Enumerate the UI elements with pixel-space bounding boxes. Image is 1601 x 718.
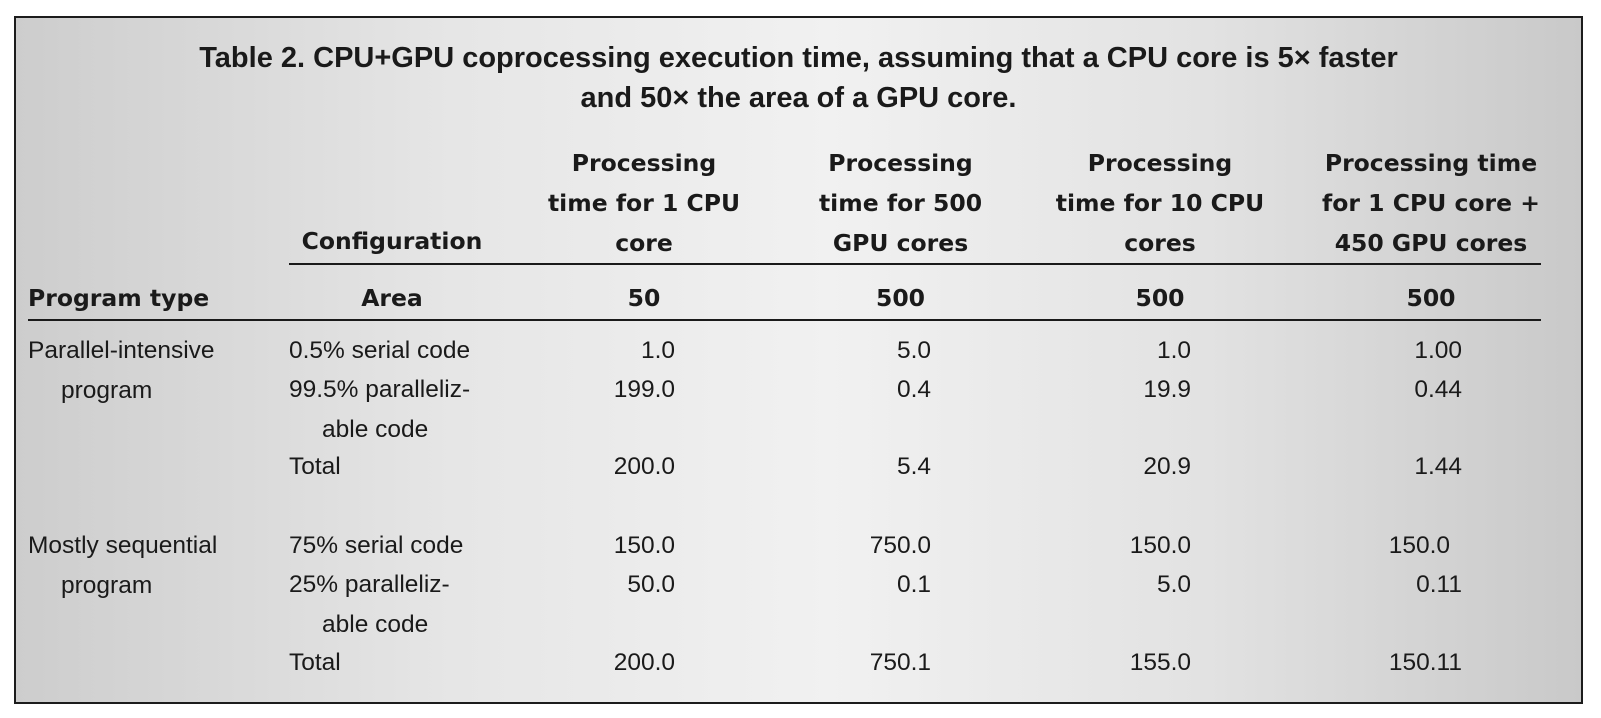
- value-cell: 0.44: [1414, 376, 1462, 403]
- program-type-parallel: Parallel-intensive program: [28, 331, 215, 411]
- value-cell: 750.1: [869, 649, 931, 676]
- value-cell: 5.0: [896, 337, 931, 364]
- value-cell: 200.0: [613, 453, 675, 480]
- value-cell: 19.9: [1143, 376, 1191, 403]
- value-cell: 1.0: [640, 337, 675, 364]
- header-col-2-line-3: GPU cores: [832, 229, 969, 257]
- value-cell: 150.0: [613, 532, 675, 559]
- config-line-2: able code: [322, 611, 429, 638]
- value-cell: 155.0: [1129, 649, 1191, 676]
- value-cell: 5.0: [1156, 571, 1191, 598]
- header-col-2: Processing time for 500 GPU cores: [788, 143, 1013, 263]
- value-cell: 0.4: [896, 376, 931, 403]
- config-cell: 25% paralleliz- able code: [289, 565, 450, 645]
- config-cell: 75% serial code: [289, 532, 464, 559]
- caption-line-1: Table 2. CPU+GPU coprocessing execution …: [199, 42, 1398, 74]
- header-col-1-line-2: time for 1 CPU: [547, 189, 741, 217]
- table-frame: Table 2. CPU+GPU coprocessing execution …: [14, 16, 1583, 704]
- value-cell: 20.9: [1143, 453, 1191, 480]
- header-area-label: Area: [361, 284, 423, 312]
- header-program-type: Program type: [28, 284, 210, 312]
- header-col-3-line-1: Processing: [1087, 149, 1233, 177]
- program-type-line-2: program: [61, 377, 153, 404]
- value-cell: 150.0: [1388, 532, 1450, 559]
- header-rule-bottom: [28, 319, 1541, 321]
- header-col-4-line-2: for 1 CPU core +: [1322, 189, 1540, 217]
- area-col-3: 500: [1135, 284, 1185, 312]
- value-cell: 1.44: [1414, 453, 1462, 480]
- header-col-4-line-1: Processing time: [1324, 149, 1538, 177]
- value-cell: 5.4: [896, 453, 931, 480]
- header-col-3-line-2: time for 10 CPU: [1055, 189, 1265, 217]
- value-cell: 0.1: [896, 571, 931, 598]
- config-line-2: able code: [322, 416, 429, 443]
- config-cell-total: Total: [289, 453, 341, 480]
- program-type-line-2: program: [61, 572, 153, 599]
- caption-line-2: and 50× the area of a GPU core.: [580, 82, 1017, 114]
- config-line-1: 99.5% paralleliz-: [289, 376, 471, 403]
- header-col-4: Processing time for 1 CPU core + 450 GPU…: [1296, 143, 1566, 263]
- header-col-3-line-3: cores: [1124, 229, 1196, 257]
- value-cell: 0.11: [1416, 571, 1462, 598]
- header-col-2-line-1: Processing: [828, 149, 973, 177]
- area-col-2: 500: [875, 284, 926, 312]
- header-col-4-line-3: 450 GPU cores: [1334, 229, 1528, 257]
- value-cell: 1.0: [1156, 337, 1191, 364]
- program-type-line-1: Mostly sequential: [28, 532, 218, 559]
- config-cell-total: Total: [289, 649, 341, 676]
- value-cell: 50.0: [627, 571, 675, 598]
- table-caption: Table 2. CPU+GPU coprocessing execution …: [16, 38, 1581, 118]
- header-col-1-line-3: core: [615, 229, 673, 257]
- program-type-line-1: Parallel-intensive: [28, 337, 215, 364]
- header-col-3: Processing time for 10 CPU cores: [1039, 143, 1281, 263]
- area-col-4: 500: [1406, 284, 1456, 312]
- config-line-1: 25% paralleliz-: [289, 571, 450, 598]
- value-cell: 150.11: [1388, 649, 1462, 676]
- header-rule-top: [289, 263, 1541, 265]
- header-col-1: Processing time for 1 CPU core: [529, 143, 759, 263]
- config-cell: 99.5% paralleliz- able code: [289, 370, 470, 450]
- header-configuration: Configuration: [301, 227, 483, 255]
- header-col-1-line-1: Processing: [571, 149, 717, 177]
- value-cell: 1.00: [1414, 337, 1462, 364]
- value-cell: 200.0: [613, 649, 675, 676]
- value-cell: 750.0: [869, 532, 931, 559]
- header-col-2-line-2: time for 500: [818, 189, 983, 217]
- value-cell: 199.0: [613, 376, 675, 403]
- config-cell: 0.5% serial code: [289, 337, 471, 364]
- program-type-sequential: Mostly sequential program: [28, 526, 217, 606]
- area-col-1: 50: [627, 284, 661, 312]
- value-cell: 150.0: [1129, 532, 1191, 559]
